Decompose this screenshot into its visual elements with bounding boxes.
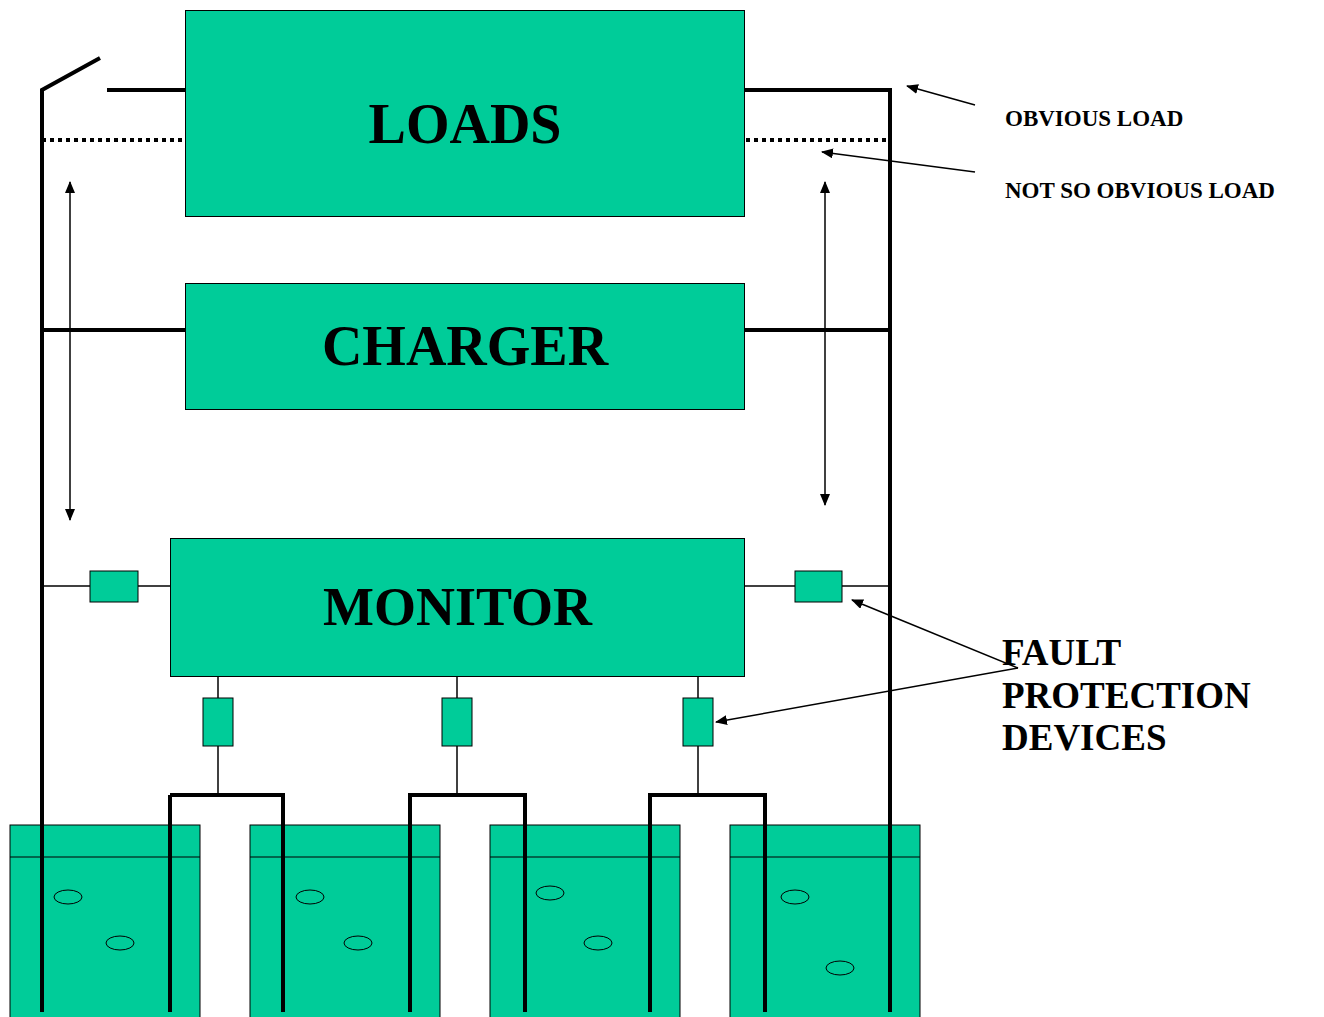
charger-box: CHARGER <box>185 283 745 410</box>
monitor-box: MONITOR <box>170 538 745 677</box>
loads-box: LOADS <box>185 10 745 217</box>
callout-label: OBVIOUS LOAD <box>1005 106 1305 132</box>
box-title: LOADS <box>369 95 562 154</box>
callout-label: NOT SO OBVIOUS LOAD <box>1005 178 1295 204</box>
double-arrows <box>70 182 825 520</box>
callout-label: FAULT PROTECTION DEVICES <box>1002 632 1312 760</box>
box-title: MONITOR <box>323 579 592 636</box>
battery-cells <box>10 825 920 1017</box>
leader-arrows <box>716 86 1018 722</box>
box-title: CHARGER <box>322 317 608 376</box>
